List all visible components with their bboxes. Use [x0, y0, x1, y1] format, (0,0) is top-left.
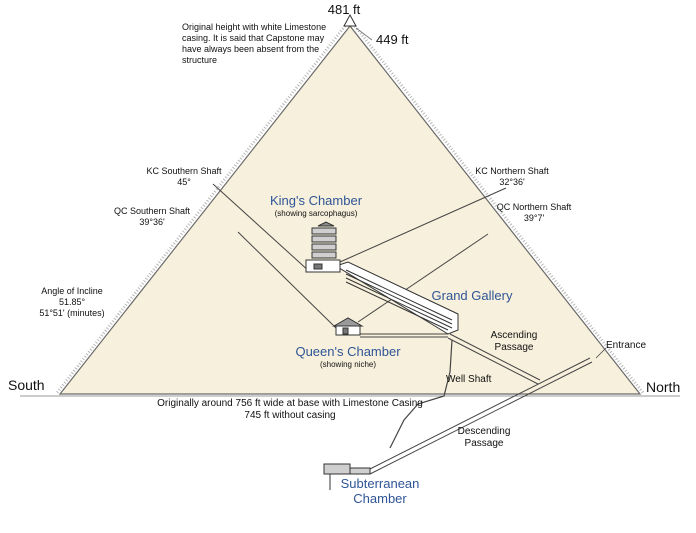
- base-note-line1: Originally around 756 ft wide at base wi…: [157, 398, 423, 409]
- kc-northern-label: KC Northern Shaft 32°36': [470, 166, 554, 188]
- south-label: South: [8, 377, 45, 393]
- casing-note: Original height with white Limestone cas…: [182, 22, 327, 65]
- kings-chamber-stack: [305, 221, 341, 273]
- base-note: Originally around 756 ft wide at base wi…: [120, 398, 460, 422]
- subterranean-chamber-shape: [323, 463, 371, 490]
- grand-gallery-label: Grand Gallery: [431, 288, 513, 303]
- descending-passage-line-2: [369, 361, 593, 475]
- qc-southern-label: QC Southern Shaft 39°36': [110, 206, 194, 228]
- qc-northern-shaft: [357, 233, 489, 323]
- ascending-line1: Ascending: [490, 330, 538, 341]
- kings-chamber-label: King's Chamber (showing sarcophagus): [256, 193, 376, 219]
- qc-northern-angle: 39°7': [523, 213, 545, 223]
- queens-chamber-note: (showing niche): [319, 360, 377, 369]
- gallery-stripe: [345, 277, 453, 329]
- ascending-passage-label: Ascending Passage: [482, 330, 546, 354]
- top-height-label: 481 ft: [327, 2, 361, 17]
- qc-southern-name: QC Southern Shaft: [113, 206, 191, 216]
- queens-chamber-shape: [332, 317, 364, 336]
- current-height-label: 449 ft: [376, 32, 409, 47]
- descending-line1: Descending: [457, 426, 511, 437]
- ascending-line2: Passage: [494, 342, 534, 353]
- entrance-label: Entrance: [606, 340, 647, 351]
- kings-chamber-name: King's Chamber: [269, 193, 363, 208]
- kc-southern-shaft: [212, 183, 311, 273]
- capstone: [343, 13, 357, 27]
- gallery-stripe: [345, 273, 453, 325]
- gallery-stripe: [345, 281, 449, 331]
- qc-southern-shaft: [237, 231, 337, 329]
- casing-height-leader: [355, 27, 373, 41]
- kc-southern-name: KC Southern Shaft: [146, 166, 222, 176]
- descending-passage-line: [367, 357, 591, 471]
- incline-label: Angle of Incline 51.85° 51°51' (minutes): [28, 286, 116, 319]
- north-label: North: [646, 379, 681, 395]
- incline-title: Angle of Incline: [41, 286, 103, 296]
- kc-southern-label: KC Southern Shaft 45°: [142, 166, 226, 188]
- incline-degrees: 51.85°: [58, 297, 86, 307]
- descending-line2: Passage: [464, 438, 504, 449]
- qc-northern-name: QC Northern Shaft: [496, 202, 572, 212]
- queens-chamber-label: Queen's Chamber (showing niche): [288, 344, 408, 370]
- entrance-leader: [595, 347, 607, 359]
- subterranean-line1: Subterranean: [340, 476, 420, 491]
- queens-chamber-name: Queen's Chamber: [295, 344, 401, 359]
- kc-northern-shaft: [339, 187, 507, 263]
- well-shaft-label: Well Shaft: [446, 374, 492, 385]
- pyramid-body: [58, 25, 642, 395]
- kings-chamber-note: (showing sarcophagus): [274, 209, 358, 218]
- ascending-passage-line: [449, 333, 541, 381]
- gallery-stripe: [345, 269, 453, 321]
- subterranean-line2: Chamber: [353, 491, 407, 506]
- base-note-line2: 745 ft without casing: [244, 410, 336, 421]
- kc-southern-angle: 45°: [177, 177, 191, 187]
- subterranean-label: Subterranean Chamber: [330, 476, 430, 506]
- incline-minutes: 51°51' (minutes): [39, 308, 105, 318]
- well-shaft-line: [389, 339, 453, 449]
- kc-northern-name: KC Northern Shaft: [475, 166, 549, 176]
- qc-northern-label: QC Northern Shaft 39°7': [492, 202, 576, 224]
- qc-southern-angle: 39°36': [139, 217, 165, 227]
- ascending-passage-line-2: [447, 337, 539, 385]
- kc-northern-angle: 32°36': [499, 177, 525, 187]
- descending-passage-label: Descending Passage: [452, 426, 516, 450]
